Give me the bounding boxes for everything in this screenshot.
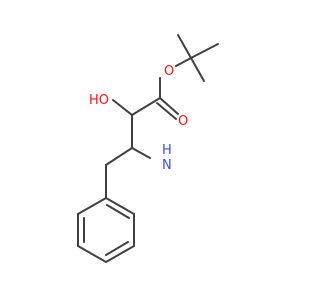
bond-carbonyl-double-1 [159, 97, 179, 115]
bond-tbu-quaternary-to-ester-oxygen [175, 57, 192, 67]
bond-c3-to-benzyl-ch2 [105, 147, 133, 166]
ring-bond-3 [105, 245, 135, 263]
tert-butyl-group [175, 34, 219, 82]
amine-h-label: H [162, 143, 172, 158]
bond-c2-to-hydroxyl [112, 99, 133, 116]
ester-oxygen-label: O [164, 64, 174, 79]
bond-carbonyl-to-c2 [131, 97, 161, 116]
phenyl-ring [77, 197, 135, 263]
bond-tbu-quaternary-to-bottom-methyl [190, 57, 205, 82]
amine-n-label: N [162, 158, 172, 173]
bond-tbu-quaternary-to-top-methyl [177, 34, 192, 59]
carbonyl-oxygen-label: O [178, 114, 188, 129]
ring-inner-bond-b [105, 241, 129, 256]
ester-group [156, 77, 179, 120]
carbon-backbone [105, 97, 161, 199]
bond-c3-to-amine [131, 147, 151, 159]
bond-tbu-quaternary-to-right-methyl [190, 43, 219, 59]
ring-inner-bond-a [106, 204, 130, 219]
hydroxyl-label: HO [89, 93, 109, 108]
ring-bond-6 [77, 197, 107, 215]
ring-bond-1 [105, 197, 135, 215]
molecule-structure: HO O O H N [77, 34, 219, 263]
molecule-canvas: HO O O H N [77, 34, 219, 263]
ring-bond-4 [77, 245, 107, 263]
bond-carbonyl-double-2 [156, 102, 177, 120]
